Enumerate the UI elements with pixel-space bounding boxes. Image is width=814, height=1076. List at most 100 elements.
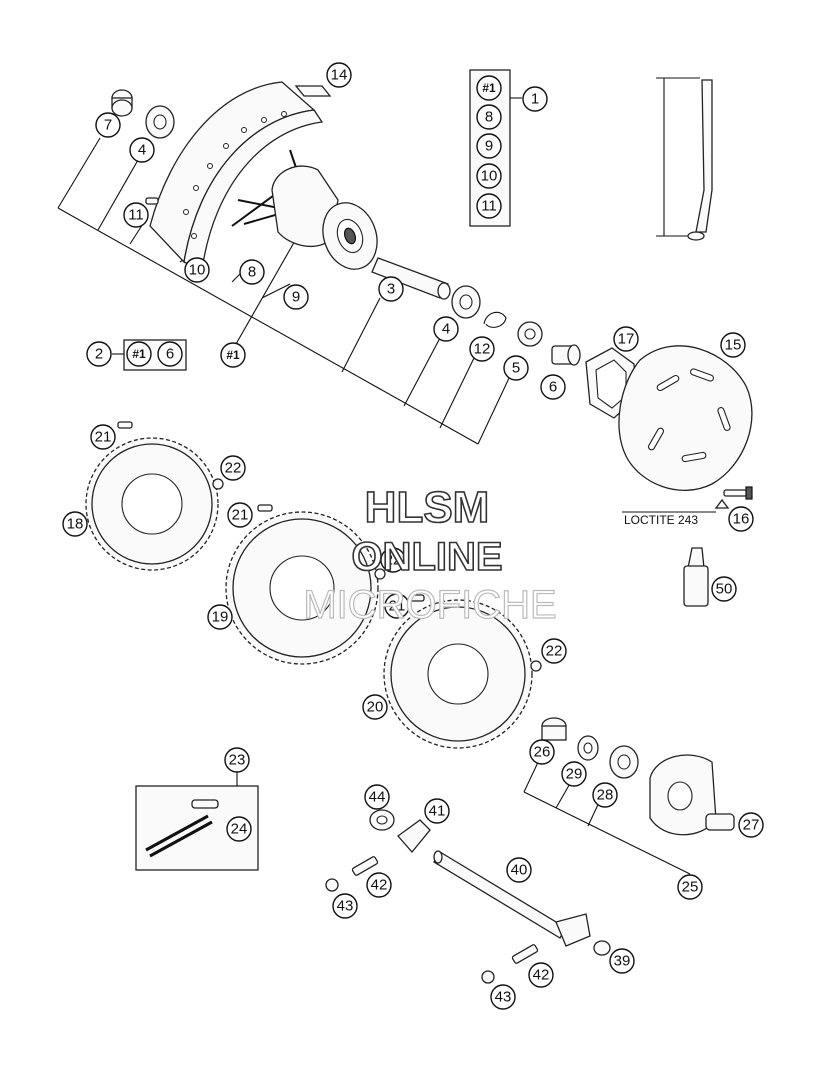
- callout-5: 5: [503, 355, 529, 381]
- callout-hash1-hub: #1: [220, 342, 246, 368]
- svg-text:9: 9: [485, 138, 493, 155]
- callout-7: 7: [95, 112, 121, 138]
- svg-text:28: 28: [597, 787, 614, 804]
- callout-42-b: 42: [528, 962, 554, 988]
- callouts: 1 2 3 4 4 5 6 6 7 8 8 9 9 10 10 11 11 12…: [62, 62, 764, 1010]
- svg-text:15: 15: [725, 337, 742, 354]
- watermark-line-3: MICROFICHE: [303, 583, 556, 627]
- svg-text:19: 19: [212, 609, 229, 626]
- callout-39: 39: [609, 948, 635, 974]
- callout-3: 3: [378, 276, 404, 302]
- callout-12: 12: [469, 336, 495, 362]
- svg-text:#1: #1: [226, 348, 240, 362]
- callout-22-c: 22: [541, 638, 567, 664]
- callout-6: 6: [540, 374, 566, 400]
- callout-19: 19: [207, 604, 233, 630]
- assembly-leader-lines: [57, 137, 511, 445]
- svg-text:11: 11: [481, 198, 497, 215]
- svg-text:11: 11: [128, 207, 144, 224]
- callout-21-b: 21: [227, 502, 253, 528]
- spoke-nipple: [145, 197, 159, 205]
- disc-bolt: [714, 486, 753, 509]
- svg-text:2: 2: [95, 346, 103, 363]
- svg-text:21: 21: [95, 429, 112, 446]
- svg-text:26: 26: [534, 744, 551, 761]
- damper-27: [705, 813, 735, 831]
- callout-1: 1: [522, 86, 548, 112]
- sprocket-bolts-and-nuts: [117, 421, 542, 672]
- svg-text:18: 18: [67, 516, 84, 533]
- svg-text:1: 1: [531, 91, 539, 108]
- adjuster-bolts: [325, 856, 539, 984]
- svg-text:8: 8: [248, 264, 256, 281]
- callout-hash1-box2: #1: [126, 341, 152, 367]
- svg-text:44: 44: [369, 789, 386, 806]
- rim: [149, 81, 324, 271]
- loctite-tube: [683, 547, 709, 607]
- svg-text:3: 3: [387, 281, 395, 298]
- callout-hash1-box1: #1: [476, 75, 502, 101]
- callout-28: 28: [592, 782, 618, 808]
- callout-24: 24: [226, 816, 252, 842]
- callout-2: 2: [86, 341, 112, 367]
- sprocket-18: [85, 437, 219, 571]
- svg-text:43: 43: [337, 898, 354, 915]
- callout-11-box: 11: [476, 193, 502, 219]
- callout-8: 8: [239, 259, 265, 285]
- svg-text:16: 16: [733, 511, 750, 528]
- callout-23: 23: [224, 747, 250, 773]
- callout-18: 18: [62, 511, 88, 537]
- watermark-line-1: HLSM: [365, 483, 490, 532]
- watermark: HLSM ONLINE MICROFICHE: [303, 482, 558, 627]
- svg-text:#1: #1: [132, 347, 146, 361]
- hub: [271, 165, 378, 270]
- svg-text:41: 41: [429, 803, 446, 820]
- spacer-7: [111, 89, 133, 117]
- svg-text:4: 4: [138, 142, 146, 159]
- bearing-28: [609, 745, 639, 779]
- watermark-line-2: ONLINE: [351, 535, 502, 579]
- svg-text:4: 4: [442, 321, 450, 338]
- callout-43-a: 43: [332, 893, 358, 919]
- svg-text:22: 22: [225, 460, 242, 477]
- callout-22-a: 22: [220, 455, 246, 481]
- sprocket-19: [225, 511, 379, 665]
- svg-text:10: 10: [481, 168, 498, 185]
- callout-9: 9: [283, 284, 309, 310]
- svg-text:29: 29: [566, 766, 583, 783]
- svg-text:39: 39: [614, 953, 631, 970]
- seal-5: [517, 321, 543, 347]
- callout-20: 20: [362, 694, 388, 720]
- svg-text:9: 9: [292, 289, 300, 306]
- svg-text:6: 6: [549, 379, 557, 396]
- callout-41: 41: [424, 798, 450, 824]
- bearing-4-left: [145, 105, 175, 139]
- callout-10-box: 10: [476, 163, 502, 189]
- chain-adjuster: [397, 819, 431, 854]
- callout-27: 27: [738, 812, 764, 838]
- seal-29: [577, 735, 599, 761]
- spacer-tube: [371, 257, 451, 300]
- callout-14: 14: [326, 62, 352, 88]
- circlip: [483, 311, 507, 328]
- svg-text:20: 20: [367, 699, 384, 716]
- svg-text:21: 21: [232, 507, 249, 524]
- chain-link: [191, 799, 219, 809]
- callout-4-left: 4: [129, 137, 155, 163]
- callout-25: 25: [677, 874, 703, 900]
- callout-50: 50: [711, 576, 737, 602]
- svg-text:23: 23: [229, 752, 246, 769]
- callout-16: 16: [728, 506, 754, 532]
- svg-text:22: 22: [385, 552, 402, 569]
- svg-text:27: 27: [743, 817, 760, 834]
- callout-44: 44: [364, 784, 390, 810]
- callout-6-box: 6: [157, 341, 183, 367]
- svg-text:8: 8: [485, 109, 493, 126]
- callout-29: 29: [561, 761, 587, 787]
- svg-text:#1: #1: [482, 81, 496, 95]
- nut-44: [369, 809, 395, 831]
- spacer-6: [551, 344, 581, 366]
- svg-text:42: 42: [371, 877, 388, 894]
- callout-4-right: 4: [433, 316, 459, 342]
